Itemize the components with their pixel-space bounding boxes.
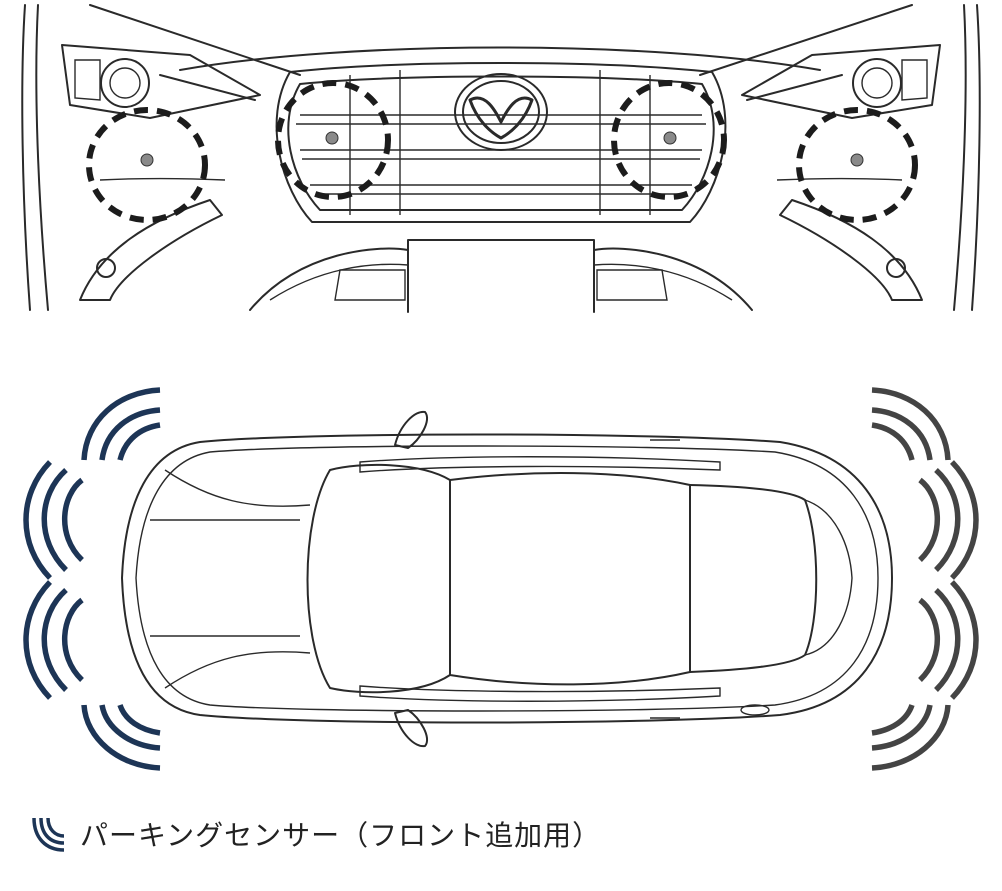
headlight-left [61,44,261,119]
body-outline-left [21,4,31,311]
sensor-zone-inner-right [611,80,727,200]
windshield [306,463,451,694]
sensor-zone-outer-left [86,107,208,223]
sensor-wave-rear-top [871,387,951,461]
hood-edge [179,46,821,71]
license-plate [407,239,595,313]
sensor-wave-front-lower [23,580,84,700]
body-outline-right-inner [953,4,967,311]
car-front-view [21,4,981,313]
sensor-wave-icon [32,817,65,852]
sensor-wave-front-bottom [81,703,161,771]
sensor-dot-outer-right [850,153,864,167]
sensor-dot-outer-left [140,153,154,167]
car-body-outline [121,433,893,724]
body-outline-right [971,4,981,311]
wave-arc [99,407,161,461]
sensor-wave-front-upper [23,460,84,580]
rear-window [689,484,818,673]
sensor-wave-rear-bottom [871,703,951,771]
mirror-left [394,410,428,449]
wave-arc [117,422,161,461]
legend-label: パーキングセンサー（フロント追加用） [80,819,602,852]
sensor-dot-inner-right [663,131,677,145]
sensor-dot-inner-left [325,131,339,145]
sensor-wave-front-top [81,387,161,461]
headlight-right [741,44,941,119]
fog-area-left [79,199,223,301]
wave-arc [81,387,161,461]
sensor-wave-rear-lower [918,580,979,700]
fog-area-right [779,199,923,301]
roof [449,472,691,686]
mirror-right [394,709,428,748]
sensor-zone-inner-left [275,80,391,200]
car-emblem-icon [454,73,548,151]
car-top-view [23,387,979,771]
sensor-wave-rear-upper [918,460,979,580]
sensor-zone-outer-right [796,107,918,223]
hood-line-left [89,4,301,76]
body-outline-left-inner [35,4,49,311]
lower-bumper [249,247,753,311]
legend: パーキングセンサー（フロント追加用） [22,812,601,856]
hood-line-right [699,4,913,76]
